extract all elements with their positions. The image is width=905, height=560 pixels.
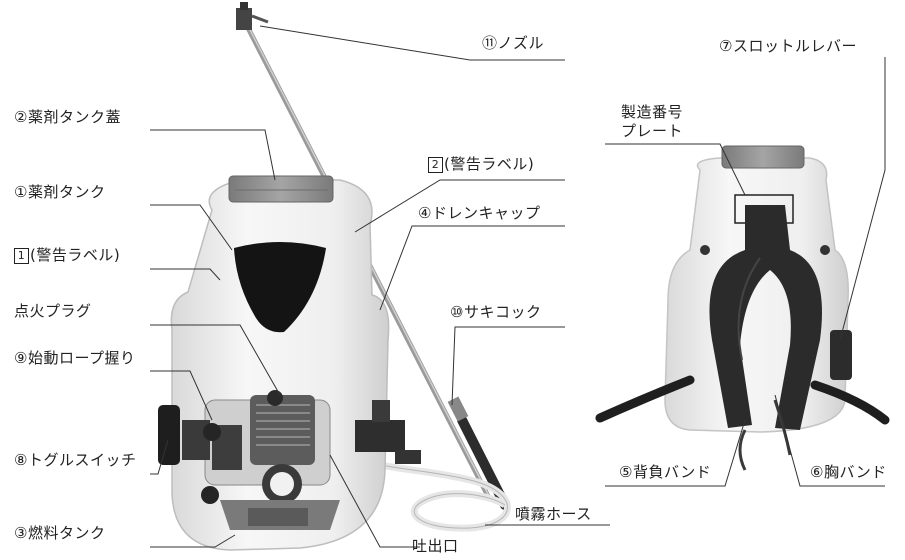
back-straps [709,205,822,430]
label-chemical-tank: ①薬剤タンク [14,183,106,201]
label-tip-cock: ⑩サキコック [450,303,542,321]
label-starter-rope-grip: ⑨始動ロープ握り [14,349,136,367]
label-serial-plate: 製造番号 プレート [621,103,683,141]
throttle-lever [830,330,852,380]
label-chest-band: ⑥胸バンド [810,463,887,481]
label-chemical-tank-lid: ②薬剤タンク蓋 [14,108,121,126]
serial-plate-line-2: プレート [621,122,684,140]
waist-belt-right [810,380,890,425]
tank-window [234,242,326,333]
label-throttle-lever: ⑦スロットルレバー [719,37,857,55]
warning-label-1-number: 1 [14,248,29,264]
front-sprayer [158,2,511,551]
drain-cap-bracket [355,420,405,452]
serial-plate-line-1: 製造番号 [621,103,684,121]
leader-lines [150,25,886,548]
label-discharge-port: 吐出口 [412,537,459,555]
label-spark-plug: 点火プラグ [14,302,92,320]
label-drain-cap: ④ドレンキャップ [418,204,541,222]
starter-grip [158,405,180,465]
rear-sprayer [595,145,890,471]
label-warning-label-2: 2(警告ラベル) [428,155,534,173]
rear-tank-lid [721,145,805,169]
spark-plug-cap [267,390,283,406]
waist-belt-left [595,375,695,423]
warning-label-2-text: (警告ラベル) [444,155,535,173]
warning-label-2-number: 2 [428,157,443,173]
label-spray-hose: 噴霧ホース [515,505,592,523]
label-toggle-switch: ⑧トグルスイッチ [14,451,137,469]
label-nozzle: ⑪ノズル [482,34,545,52]
label-back-band: ⑤背負バンド [619,463,712,481]
label-warning-label-1: 1(警告ラベル) [14,246,120,264]
nozzle-head [236,8,252,30]
engine-assembly [204,390,340,530]
tank-lid [228,175,334,203]
label-fuel-tank: ③燃料タンク [14,524,106,542]
warning-label-1-text: (警告ラベル) [30,246,121,264]
